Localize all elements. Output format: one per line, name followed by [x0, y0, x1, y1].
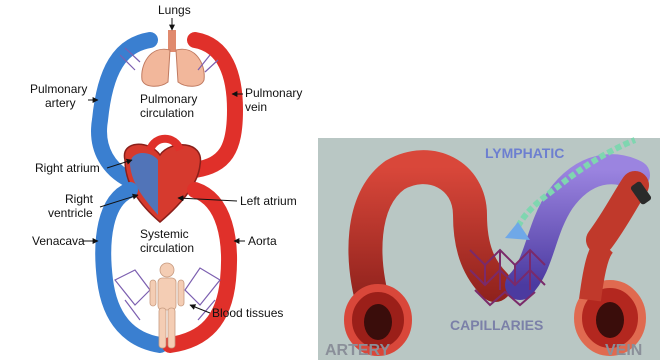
- pulmonary-artery-label-line2: artery: [45, 96, 76, 110]
- vessel-photo: LYMPHATIC CAPILLARIES ARTERY VEIN: [318, 138, 660, 360]
- pulmonary-circulation-label: Pulmonary: [140, 92, 197, 106]
- right-ventricle-label: Right: [65, 192, 94, 206]
- pulmonary-vein-label-line2: vein: [245, 100, 267, 114]
- capillaries-label: CAPILLARIES: [450, 317, 543, 333]
- circulation-diagram: Lungs Pulmonary artery Pulmonary circula…: [30, 3, 302, 348]
- artery-label: ARTERY: [325, 342, 391, 359]
- lymphatic-label: LYMPHATIC: [485, 145, 564, 161]
- aorta-vessel: [170, 190, 229, 345]
- vein-label: VEIN: [605, 342, 642, 359]
- pulmonary-artery-label: Pulmonary: [30, 82, 87, 96]
- pulmonary-vein-vessel: [195, 40, 235, 170]
- blood-tissues-label: Blood tissues: [212, 306, 283, 320]
- left-atrium-label: Left atrium: [240, 194, 297, 208]
- pulmonary-circulation-label-line2: circulation: [140, 106, 194, 120]
- aorta-label: Aorta: [248, 234, 277, 248]
- heart-illustration: [124, 139, 200, 222]
- venacava-label: Venacava: [32, 234, 85, 248]
- pulmonary-vein-label: Pulmonary: [245, 86, 302, 100]
- systemic-circulation-label-line2: circulation: [140, 241, 194, 255]
- lungs-label: Lungs: [158, 3, 191, 17]
- systemic-circulation-label: Systemic: [140, 227, 189, 241]
- right-ventricle-label-line2: ventricle: [48, 206, 93, 220]
- right-atrium-label: Right atrium: [35, 161, 100, 175]
